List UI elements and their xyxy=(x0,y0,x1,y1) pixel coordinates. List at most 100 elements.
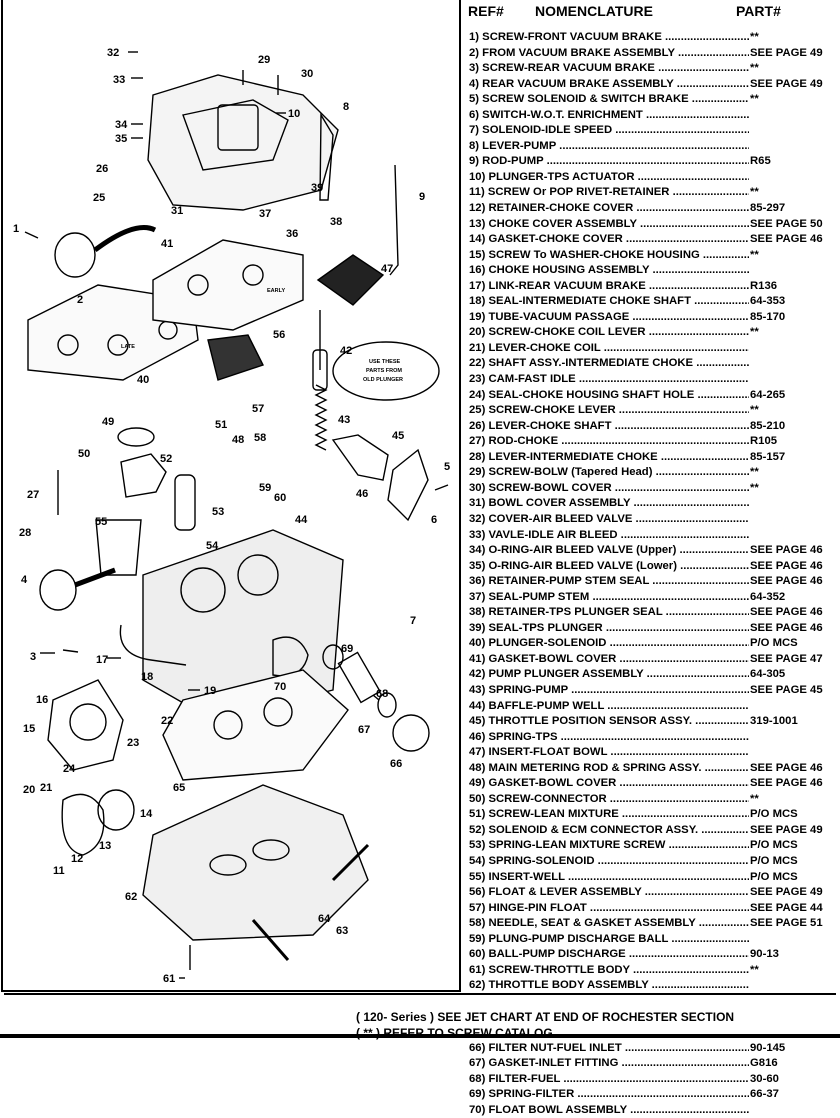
parts-list-item: 21) LEVER-CHOKE COIL xyxy=(469,341,839,357)
part-number: ** xyxy=(749,92,759,108)
part-number: SEE PAGE 46 xyxy=(749,605,823,621)
callout-58: 58 xyxy=(254,432,266,444)
part-nomenclature: 62) THROTTLE BODY ASSEMBLY xyxy=(469,978,749,994)
part-number: ** xyxy=(749,480,759,497)
part-nomenclature: 1) SCREW-FRONT VACUUM BRAKE xyxy=(469,30,749,46)
part-nomenclature: 29) SCREW-BOLW (Tapered Head) xyxy=(469,465,749,481)
callout-47: 47 xyxy=(381,263,393,275)
callout-27: 27 xyxy=(27,489,39,501)
part-number: ** xyxy=(749,30,759,46)
parts-list-item: 55) INSERT-WELLP/O MCS xyxy=(469,869,839,886)
parts-list-item: 18) SEAL-INTERMEDIATE CHOKE SHAFT64-353 xyxy=(469,294,839,310)
callout-8: 8 xyxy=(343,101,349,113)
callout-53: 53 xyxy=(212,506,224,518)
part-nomenclature: 55) INSERT-WELL xyxy=(469,870,749,886)
part-number: 64-352 xyxy=(749,589,786,606)
part-nomenclature: 69) SPRING-FILTER xyxy=(469,1087,749,1103)
part-nomenclature: 27) ROD-CHOKE xyxy=(469,434,749,450)
parts-list-item: 34) O-RING-AIR BLEED VALVE (Upper)SEE PA… xyxy=(469,543,839,559)
part-nomenclature: 16) CHOKE HOUSING ASSEMBLY xyxy=(469,263,749,279)
parts-list-item: 42) PUMP PLUNGER ASSEMBLY64-305 xyxy=(469,667,839,683)
parts-list-item: 27) ROD-CHOKER105 xyxy=(469,434,839,450)
parts-list-item: 41) GASKET-BOWL COVERSEE PAGE 47 xyxy=(469,651,839,668)
part-number: ** xyxy=(749,247,759,264)
callout-66: 66 xyxy=(390,758,402,770)
callout-60: 60 xyxy=(274,492,286,504)
part-number: ** xyxy=(749,61,759,77)
callout-22: 22 xyxy=(161,715,173,727)
parts-list-item: 8) LEVER-PUMP xyxy=(469,139,839,155)
callout-32: 32 xyxy=(107,47,119,59)
callout-17: 17 xyxy=(96,654,108,666)
part-nomenclature: 10) PLUNGER-TPS ACTUATOR xyxy=(469,170,749,186)
part-number: SEE PAGE 46 xyxy=(749,776,823,792)
callout-51: 51 xyxy=(215,419,227,431)
part-number: ** xyxy=(749,791,759,808)
callout-43: 43 xyxy=(338,414,350,426)
part-number: SEE PAGE 49 xyxy=(749,885,823,901)
parts-list-item: 2) FROM VACUUM BRAKE ASSEMBLYSEE PAGE 49 xyxy=(469,45,839,62)
parts-list-item: 3) SCREW-REAR VACUUM BRAKE** xyxy=(469,61,839,77)
part-nomenclature: 19) TUBE-VACUUM PASSAGE xyxy=(469,310,749,326)
callout-62: 62 xyxy=(125,891,137,903)
part-nomenclature: 20) SCREW-CHOKE COIL LEVER xyxy=(469,325,749,341)
callout-33: 33 xyxy=(113,74,125,86)
part-number: 64-353 xyxy=(749,294,786,310)
part-nomenclature: 17) LINK-REAR VACUUM BRAKE xyxy=(469,279,749,295)
callout-49: 49 xyxy=(102,416,114,428)
callout-10: 10 xyxy=(288,108,300,120)
part-nomenclature: 9) ROD-PUMP xyxy=(469,154,749,170)
part-number: 90-13 xyxy=(749,947,779,963)
parts-list-item: 45) THROTTLE POSITION SENSOR ASSY.319-10… xyxy=(469,714,839,730)
callout-14: 14 xyxy=(140,808,153,820)
part-number: SEE PAGE 49 xyxy=(749,76,823,93)
parts-list-item: 48) MAIN METERING ROD & SPRING ASSY.SEE … xyxy=(469,760,839,777)
parts-list-item: 6) SWITCH-W.O.T. ENRICHMENT xyxy=(469,108,839,124)
page-footer: ( 120- Series ) SEE JET CHART AT END OF … xyxy=(0,993,840,1040)
part-nomenclature: 43) SPRING-PUMP xyxy=(469,683,749,699)
footer-note-jet-chart: ( 120- Series ) SEE JET CHART AT END OF … xyxy=(356,1010,735,1024)
part-number: R136 xyxy=(749,278,778,295)
part-nomenclature: 34) O-RING-AIR BLEED VALVE (Upper) xyxy=(469,543,749,559)
column-header-ref: REF# xyxy=(468,3,504,19)
parts-list-item: 62) THROTTLE BODY ASSEMBLY xyxy=(469,978,839,994)
part-number: P/O MCS xyxy=(749,853,798,870)
callout-61: 61 xyxy=(163,973,175,985)
part-nomenclature: 26) LEVER-CHOKE SHAFT xyxy=(469,419,749,435)
callout-3: 3 xyxy=(30,651,36,663)
parts-list-item: 16) CHOKE HOUSING ASSEMBLY xyxy=(469,263,839,279)
part-number: ** xyxy=(749,465,759,481)
part-nomenclature: 45) THROTTLE POSITION SENSOR ASSY. xyxy=(469,714,749,730)
callout-20: 20 xyxy=(23,784,35,796)
callout-31: 31 xyxy=(171,205,183,217)
part-number: P/O MCS xyxy=(749,869,798,886)
part-number: SEE PAGE 46 xyxy=(749,620,823,637)
callout-64: 64 xyxy=(318,913,331,925)
part-nomenclature: 7) SOLENOID-IDLE SPEED xyxy=(469,123,749,139)
part-nomenclature: 15) SCREW To WASHER-CHOKE HOUSING xyxy=(469,248,749,264)
parts-list-item: 9) ROD-PUMPR65 xyxy=(469,154,839,170)
part-number: 64-305 xyxy=(749,667,786,683)
part-nomenclature: 49) GASKET-BOWL COVER xyxy=(469,776,749,792)
part-nomenclature: 37) SEAL-PUMP STEM xyxy=(469,590,749,606)
callout-9: 9 xyxy=(419,191,425,203)
part-number: SEE PAGE 46 xyxy=(749,558,823,575)
callout-34: 34 xyxy=(115,119,128,131)
parts-list-item: 67) GASKET-INLET FITTINGG816 xyxy=(469,1056,839,1072)
callout-26: 26 xyxy=(96,163,108,175)
part-nomenclature: 61) SCREW-THROTTLE BODY xyxy=(469,963,749,979)
part-nomenclature: 31) BOWL COVER ASSEMBLY xyxy=(469,496,749,512)
parts-list-item: 19) TUBE-VACUUM PASSAGE85-170 xyxy=(469,309,839,326)
callout-68: 68 xyxy=(376,688,388,700)
parts-list-item: 1) SCREW-FRONT VACUUM BRAKE** xyxy=(469,30,839,46)
part-nomenclature: 3) SCREW-REAR VACUUM BRAKE xyxy=(469,61,749,77)
parts-list: 1) SCREW-FRONT VACUUM BRAKE**2) FROM VAC… xyxy=(469,30,839,1118)
part-number: ** xyxy=(749,962,759,979)
callout-19: 19 xyxy=(204,685,216,697)
label-late: LATE xyxy=(121,344,135,350)
part-nomenclature: 70) FLOAT BOWL ASSEMBLY xyxy=(469,1103,749,1118)
part-nomenclature: 22) SHAFT ASSY.-INTERMEDIATE CHOKE xyxy=(469,356,749,372)
callout-23: 23 xyxy=(127,737,139,749)
part-nomenclature: 56) FLOAT & LEVER ASSEMBLY xyxy=(469,885,749,901)
part-nomenclature: 57) HINGE-PIN FLOAT xyxy=(469,901,749,917)
